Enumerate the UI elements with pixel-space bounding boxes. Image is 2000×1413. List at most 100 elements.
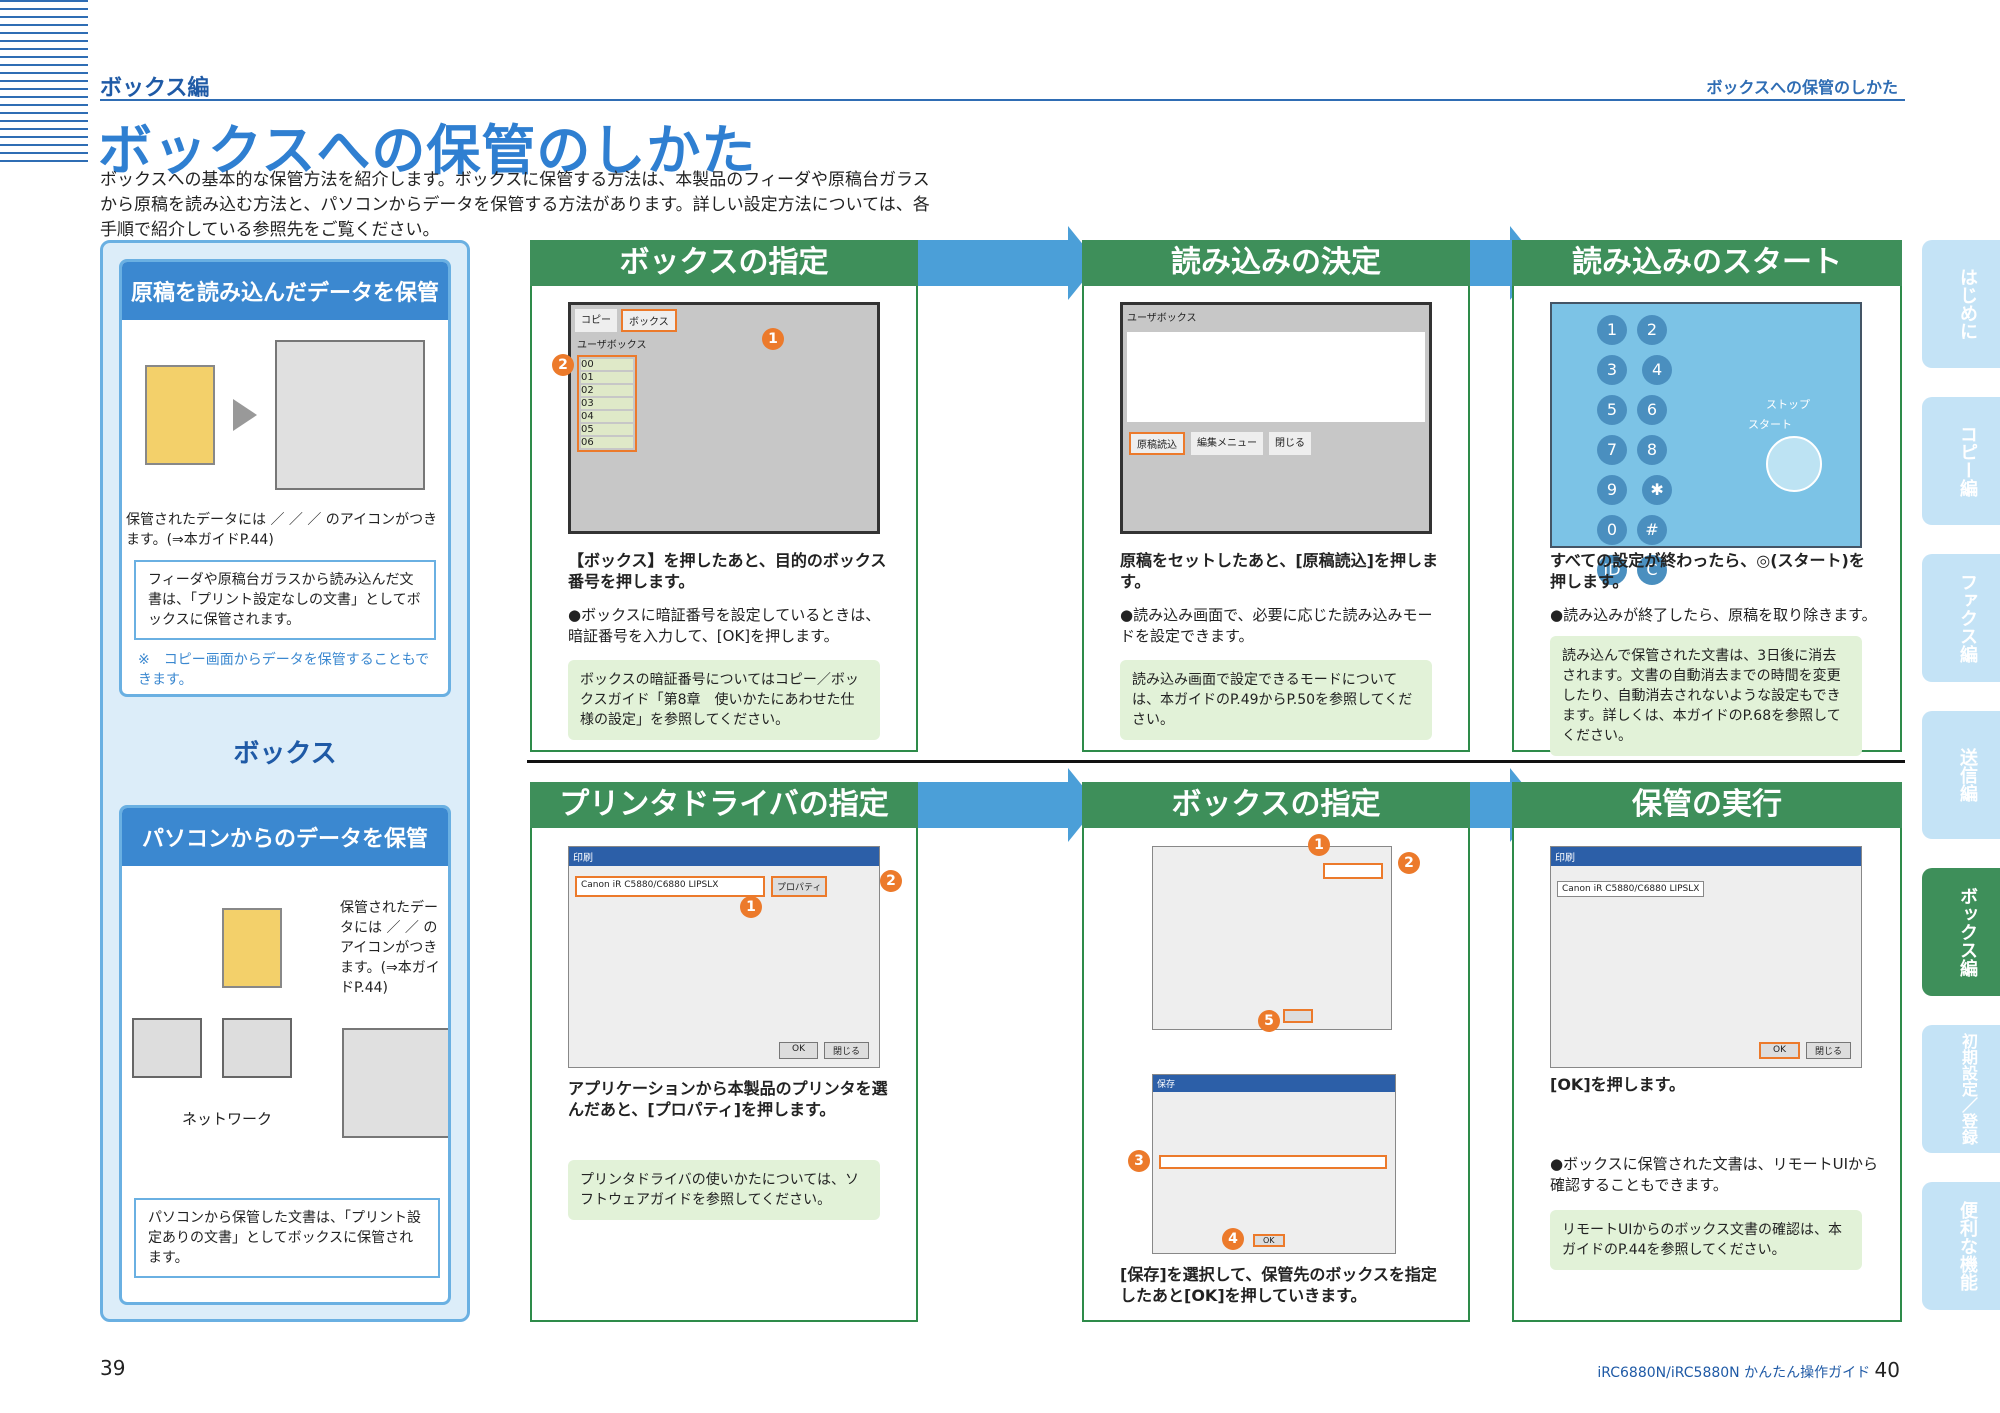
user-box-label: ユーザボックス	[1127, 313, 1197, 324]
key[interactable]: 9	[1597, 475, 1627, 505]
callout-3: 3	[1128, 1150, 1150, 1172]
callout-5: 5	[1258, 1010, 1280, 1032]
page-number-left: 39	[100, 1356, 126, 1380]
key[interactable]: 4	[1642, 355, 1673, 385]
print-dialog-screenshot: 印刷 Canon iR C5880/C6880 LIPSLX プロパティ OK …	[568, 846, 880, 1068]
document-icon	[222, 908, 282, 988]
user-box-label: ユーザボックス	[577, 340, 647, 351]
tab-copy[interactable]: コピー	[575, 309, 617, 332]
step-note: プリンタドライバの使いかたについては、ソフトウェアガイドを参照してください。	[568, 1160, 880, 1220]
key[interactable]: #	[1637, 515, 1667, 545]
key[interactable]: 0	[1597, 515, 1627, 545]
copier-icon	[275, 340, 425, 490]
box-screen-screenshot: コピー ボックス ユーザボックス 00 01 02 03 04 05 06	[568, 302, 880, 534]
tab-box[interactable]: ボックス編	[1922, 868, 2000, 996]
callout-2: 2	[552, 354, 574, 376]
document-list	[1127, 332, 1425, 422]
running-header: ボックスへの保管のしかた	[1706, 78, 1898, 97]
box-row[interactable]: 01	[581, 372, 633, 383]
step-bullet: ●読み込みが終了したら、原稿を取り除きます。	[1550, 606, 1877, 624]
step-arrow	[918, 226, 1098, 300]
scan-illustration	[122, 320, 448, 510]
key[interactable]: ✱	[1642, 475, 1673, 505]
key[interactable]: ID	[1597, 555, 1627, 585]
key[interactable]: 6	[1637, 395, 1667, 425]
document-icon	[145, 365, 215, 465]
tab-fax[interactable]: ファクス編	[1922, 554, 2000, 682]
printer-select[interactable]: Canon iR C5880/C6880 LIPSLX	[575, 876, 765, 897]
callout-1: 1	[762, 328, 784, 350]
step-caption: [OK]を押します。	[1550, 1075, 1686, 1094]
page-number-right: 40	[1874, 1358, 1900, 1382]
box-row[interactable]: 02	[581, 385, 633, 396]
pc-save-title: パソコンからのデータを保管	[122, 808, 448, 866]
tab-introduction[interactable]: はじめに	[1922, 240, 2000, 368]
save-dialog-screenshot: 保存 OK	[1152, 1074, 1396, 1254]
step-note: ボックスの暗証番号についてはコピー／ボックスガイド「第8章 使いかたにあわせた仕…	[568, 660, 880, 740]
dialog-title: 印刷	[1551, 847, 1861, 866]
key[interactable]: 5	[1597, 395, 1627, 425]
box-row[interactable]: 03	[581, 398, 633, 409]
step-arrow	[1470, 226, 1540, 300]
edit-menu-button[interactable]: 編集メニュー	[1191, 432, 1263, 455]
decorative-stripes	[0, 0, 88, 165]
callout-1: 1	[1308, 834, 1330, 856]
pc-save-text: 保管されたデータには ／ ／ のアイコンがつきます。(⇒本ガイドP.44)	[340, 900, 440, 996]
scan-save-note: フィーダや原稿台ガラスから読み込んだ文書は、「プリント設定なしの文書」としてボッ…	[134, 560, 436, 640]
print-dialog-screenshot: 印刷 Canon iR C5880/C6880 LIPSLX OK 閉じる	[1550, 846, 1862, 1068]
tab-copy[interactable]: コピー編	[1922, 397, 2000, 525]
key[interactable]: 8	[1637, 435, 1667, 465]
ok-button[interactable]: OK	[1758, 1042, 1800, 1059]
section-label: ボックス編	[100, 76, 210, 101]
scan-button[interactable]: 原稿読込	[1129, 432, 1185, 455]
close-button[interactable]: 閉じる	[823, 1042, 869, 1059]
network-illustration: ネットワーク	[132, 888, 448, 1138]
box-row[interactable]: 00	[581, 359, 633, 370]
footer-title: iRC6880N/iRC5880N かんたん操作ガイド	[1597, 1365, 1871, 1381]
tab-box[interactable]: ボックス	[621, 309, 677, 332]
box-row[interactable]: 04	[581, 411, 633, 422]
close-button[interactable]: 閉じる	[1805, 1042, 1851, 1059]
step-bullet: ●ボックスに暗証番号を設定しているときは、暗証番号を入力して、[OK]を押します…	[568, 606, 881, 645]
user-box-select[interactable]	[1159, 1155, 1387, 1169]
tab-convenient[interactable]: 便利な機能	[1922, 1182, 2000, 1310]
box-center-label: ボックス	[233, 739, 337, 769]
step-caption: 原稿をセットしたあと、[原稿読込]を押します。	[1120, 551, 1438, 591]
output-method-select[interactable]	[1323, 863, 1383, 879]
footer-guide: iRC6880N/iRC5880N かんたん操作ガイド 40	[1597, 1358, 1900, 1382]
step-caption: アプリケーションから本製品のプリンタを選んだあと、[プロパティ]を押します。	[568, 1079, 888, 1119]
scan-save-box: 原稿を読み込んだデータを保管 保管されたデータには ／ ／ ／ のアイコンがつき…	[119, 259, 451, 697]
step-bullet: ●読み込み画面で、必要に応じた読み込みモードを設定できます。	[1120, 606, 1433, 645]
page-title: ボックスへの保管のしかた	[98, 119, 757, 182]
step-caption: [保存]を選択して、保管先のボックスを指定したあと[OK]を押していきます。	[1120, 1265, 1437, 1305]
key[interactable]: 2	[1637, 315, 1667, 345]
step-title: プリンタドライバの指定	[530, 782, 918, 828]
tab-settings[interactable]: 初期設定／登録	[1922, 1025, 2000, 1153]
scan-screen-screenshot: ユーザボックス 原稿読込 編集メニュー 閉じる	[1120, 302, 1432, 534]
step-arrow	[1470, 768, 1540, 842]
step-caption: すべての設定が終わったら、◎(スタート)を押します。	[1550, 551, 1865, 591]
ok-button[interactable]	[1283, 1009, 1313, 1023]
tab-send[interactable]: 送信編	[1922, 711, 2000, 839]
box-row[interactable]: 06	[581, 437, 633, 448]
key[interactable]: C	[1637, 555, 1667, 585]
key[interactable]: 7	[1597, 435, 1627, 465]
arrow-right-icon	[233, 399, 257, 431]
computer-icon	[132, 1018, 202, 1078]
scan-save-text: 保管されたデータには ／ ／ ／ のアイコンがつきます。(⇒本ガイドP.44)	[126, 512, 438, 548]
key[interactable]: 1	[1597, 315, 1627, 345]
step-title: 読み込みの決定	[1082, 240, 1470, 286]
key[interactable]: 3	[1597, 355, 1627, 385]
close-button[interactable]: 閉じる	[1269, 432, 1311, 455]
ok-button[interactable]: OK	[1253, 1234, 1285, 1247]
dialog-title: 保存	[1153, 1075, 1395, 1092]
properties-button[interactable]: プロパティ	[771, 876, 828, 897]
printer-select[interactable]: Canon iR C5880/C6880 LIPSLX	[1557, 881, 1705, 897]
box-row[interactable]: 05	[581, 424, 633, 435]
start-key-icon[interactable]	[1766, 436, 1822, 492]
step-bullet: ●ボックスに保管された文書は、リモートUIから確認することもできます。	[1550, 1155, 1879, 1194]
ok-button[interactable]: OK	[778, 1042, 818, 1059]
callout-1: 1	[740, 896, 762, 918]
network-label: ネットワーク	[182, 1110, 273, 1128]
